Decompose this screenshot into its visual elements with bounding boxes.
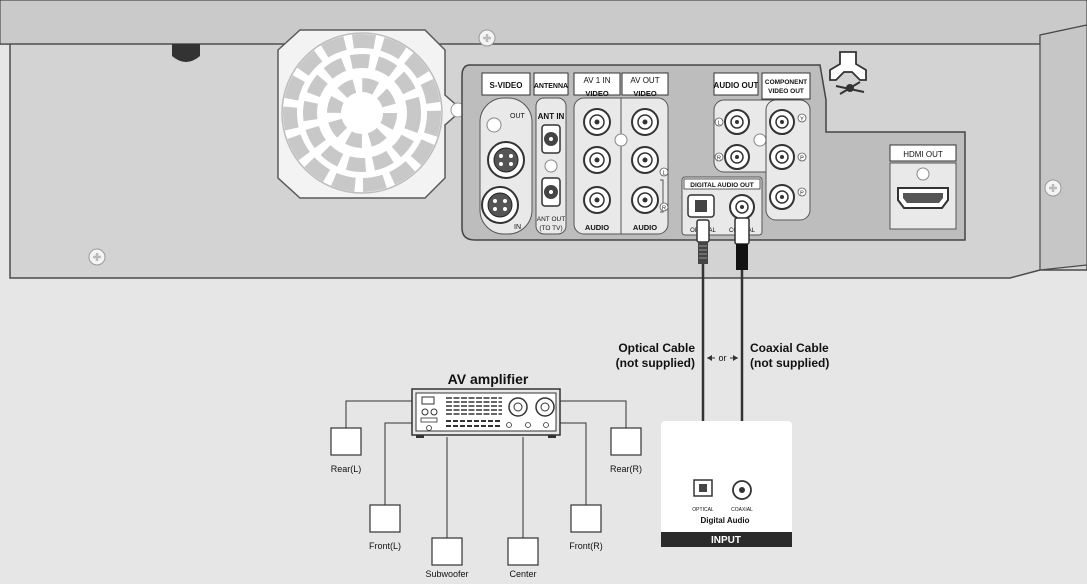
- speaker-rear-right: Rear(R): [610, 427, 642, 474]
- av1-in-title: AV 1 IN: [584, 76, 611, 85]
- component-y-jack: [769, 109, 795, 135]
- svg-text:VIDEO: VIDEO: [633, 89, 657, 98]
- speaker-wires: [345, 400, 627, 538]
- subwoofer-label: Subwoofer: [425, 569, 468, 579]
- speaker-rear-left: Rear(L): [330, 427, 362, 474]
- audio-out-r-jack: [724, 144, 750, 170]
- svg-text:P: P: [800, 191, 804, 197]
- component-title: COMPONENT: [765, 79, 807, 86]
- or-arrow: or: [707, 352, 738, 363]
- svg-text:OUT: OUT: [510, 113, 526, 120]
- av-out-title: AV OUT: [630, 76, 659, 85]
- optical-out-jack: [687, 194, 715, 218]
- svg-text:COAXIAL: COAXIAL: [731, 507, 753, 513]
- ground-terminal-icon: [829, 51, 867, 95]
- svideo-out-jack: [487, 141, 525, 179]
- audio-out-title: AUDIO OUT: [714, 81, 759, 90]
- av1-audio-r-jack: [583, 186, 611, 214]
- antenna-title: ANTENNA: [534, 83, 568, 90]
- hdmi-out-title: HDMI OUT: [903, 150, 943, 159]
- recorder-rear-panel: S-VIDEO ANTENNA AV 1 IN AV OUT AUDIO OUT…: [0, 0, 1087, 279]
- svg-text:ANT IN: ANT IN: [538, 112, 565, 121]
- rear-right-label: Rear(R): [610, 464, 642, 474]
- component-pr-jack: [769, 184, 795, 210]
- av1-audio-l-jack: [583, 146, 611, 174]
- screw-icon: [478, 29, 496, 47]
- speaker-front-left: Front(L): [369, 504, 401, 551]
- av-out-audio-r-jack: [631, 186, 659, 214]
- coaxial-cable-note: (not supplied): [750, 356, 829, 370]
- svideo-jacks: OUT IN: [479, 97, 533, 235]
- screw-icon: [88, 248, 106, 266]
- front-right-label: Front(R): [569, 541, 603, 551]
- svideo-title: S-VIDEO: [490, 81, 523, 90]
- optical-in-jack: [693, 479, 713, 497]
- hdmi-out: HDMI OUT: [889, 144, 957, 230]
- front-left-label: Front(L): [369, 541, 401, 551]
- coaxial-cable-label: Coaxial Cable: [750, 341, 829, 355]
- svg-text:P: P: [800, 156, 804, 162]
- svg-text:L: L: [717, 121, 720, 127]
- svg-text:AUDIO: AUDIO: [585, 223, 609, 232]
- screw-icon: [1044, 179, 1062, 197]
- ant-out-jack: [541, 177, 561, 207]
- speaker-front-right: Front(R): [569, 504, 603, 551]
- av-out-video-jack: [631, 108, 659, 136]
- digital-audio-label: Digital Audio: [700, 516, 749, 525]
- svg-text:R: R: [662, 206, 666, 212]
- svg-text:IN: IN: [514, 224, 521, 231]
- optical-cable-label: Optical Cable: [618, 341, 695, 355]
- speaker-subwoofer: Subwoofer: [425, 537, 469, 579]
- center-label: Center: [509, 569, 536, 579]
- coaxial-out-jack: [729, 194, 755, 220]
- av-amplifier: [411, 388, 561, 438]
- rear-left-label: Rear(L): [331, 464, 362, 474]
- digital-audio-out: DIGITAL AUDIO OUT OPTICAL COAXIAL: [681, 176, 763, 236]
- optical-cable-note: (not supplied): [616, 356, 695, 370]
- antenna-jacks: ANT IN ANT OUT (TO TV): [535, 97, 567, 235]
- ant-in-jack: [541, 124, 561, 154]
- speaker-center: Center: [507, 537, 539, 579]
- svg-text:VIDEO: VIDEO: [585, 89, 609, 98]
- mounting-tab: [172, 44, 200, 62]
- or-label: or: [718, 353, 726, 363]
- svideo-in-jack: [481, 186, 519, 224]
- av-jacks: VIDEO VIDEO AUDIO AUDIO L R: [573, 89, 669, 235]
- audio-out-l-jack: [724, 109, 750, 135]
- component-pb-jack: [769, 144, 795, 170]
- av1-video-in-jack: [583, 108, 611, 136]
- av-out-audio-l-jack: [631, 146, 659, 174]
- svg-text:(TO TV): (TO TV): [539, 225, 562, 232]
- svg-text:OPTICAL: OPTICAL: [692, 507, 714, 513]
- input-label: INPUT: [711, 535, 741, 546]
- svg-text:Y: Y: [800, 117, 804, 123]
- svg-text:AUDIO: AUDIO: [633, 223, 657, 232]
- svg-text:R: R: [717, 156, 721, 162]
- component-subtitle: VIDEO OUT: [768, 88, 804, 95]
- svg-text:ANT OUT: ANT OUT: [537, 216, 565, 223]
- cooling-fan: [277, 29, 466, 199]
- coaxial-in-jack: [732, 480, 752, 500]
- svg-text:L: L: [662, 171, 665, 177]
- component-video-jacks: Y P P: [765, 99, 811, 221]
- digital-audio-out-title: DIGITAL AUDIO OUT: [690, 182, 753, 189]
- amplifier-input-panel: OPTICAL COAXIAL Digital Audio INPUT: [661, 421, 792, 547]
- amplifier-title: AV amplifier: [448, 371, 529, 387]
